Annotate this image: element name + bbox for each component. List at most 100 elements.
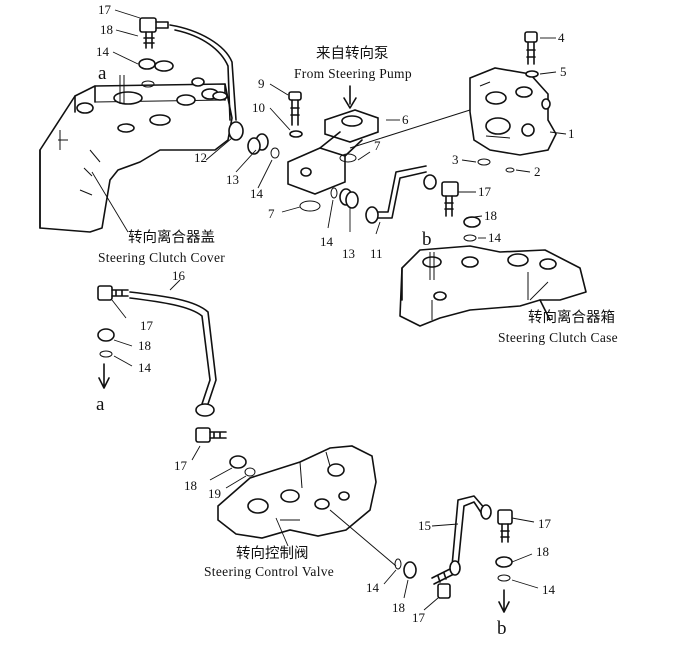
part-label: 19 (208, 486, 221, 501)
part-number-labels: 17 18 14 4 5 9 10 6 1 7 3 2 12 13 14 17 … (96, 2, 575, 625)
leader-18-f (511, 553, 533, 563)
leader-17-d (191, 445, 201, 461)
part-label: 14 (320, 234, 334, 249)
part-label: 4 (558, 30, 565, 45)
part-label: 14 (138, 360, 152, 375)
leader-14-f (383, 569, 397, 585)
leader-19 (225, 475, 247, 489)
tube-11 (371, 165, 427, 213)
case-leader (529, 281, 549, 301)
elbow-fitting-b (441, 181, 459, 217)
steering-clutch-cover-housing (39, 60, 233, 233)
valve-caption-zh: 转向控制阀 (236, 545, 309, 562)
part-label: 5 (560, 64, 567, 79)
bolt-9 (288, 91, 302, 126)
connection-mark-b: b (422, 229, 432, 250)
part-label: 14 (250, 186, 264, 201)
cover-caption-en: Steering Clutch Cover (98, 250, 225, 265)
part-label: 2 (534, 164, 541, 179)
tube-15 (451, 495, 487, 567)
part-label: 14 (366, 580, 380, 595)
leader-14-g (511, 579, 539, 589)
part-label: 6 (402, 112, 409, 127)
elbow-fitting-c (97, 285, 129, 301)
part-label: 17 (140, 318, 154, 333)
part-label: 17 (174, 458, 188, 473)
elbow-fitting-f (497, 509, 513, 543)
part-label: 18 (100, 22, 113, 37)
pump-caption-zh: 来自转向泵 (316, 45, 389, 62)
part-label: 17 (478, 184, 492, 199)
part-label: 16 (172, 268, 186, 283)
leader-7-b (281, 206, 301, 213)
part-label: 18 (484, 208, 497, 223)
cover-caption-zh: 转向离合器盖 (128, 229, 215, 246)
part-label: 3 (452, 152, 459, 167)
o-ring-14-d (463, 234, 477, 242)
washer-18-e (403, 561, 417, 579)
part-label: 14 (488, 230, 502, 245)
connection-mark-a-lower: a (96, 394, 105, 415)
steering-pump-valve-1 (469, 67, 557, 156)
leader-14-e (113, 355, 133, 367)
arrow-b-lower (498, 589, 510, 613)
part-label: 14 (96, 44, 110, 59)
part-label: 11 (370, 246, 383, 261)
cover-leader (91, 171, 129, 233)
case-caption-zh: 转向离合器箱 (528, 309, 615, 326)
leader-18-e (403, 579, 409, 599)
o-ring-14-a (141, 80, 155, 88)
washer-18-c (97, 328, 115, 342)
o-ring-14-e (99, 350, 113, 358)
leader-18-b (465, 215, 483, 219)
part-label: 17 (412, 610, 426, 625)
part-label: 12 (194, 150, 207, 165)
connection-mark-b-lower: b (497, 618, 507, 639)
part-label: 17 (538, 516, 552, 531)
o-ring-19 (244, 467, 256, 477)
part-label: 14 (542, 582, 556, 597)
case-caption-en: Steering Clutch Case (498, 330, 618, 345)
leader-10 (269, 107, 291, 131)
washer-10 (289, 130, 303, 138)
valve-line (329, 509, 397, 567)
leader-1 (549, 131, 567, 135)
leader-17-c (111, 299, 127, 319)
o-ring-7-b (299, 200, 321, 212)
arrow-from-pump (343, 85, 357, 109)
leader-2 (515, 169, 531, 173)
part-label: 18 (138, 338, 151, 353)
leader-14-a (112, 51, 139, 65)
o-ring-14-b (270, 147, 280, 159)
leader-17-f (511, 517, 535, 523)
o-ring-14-c (330, 187, 338, 199)
leader-7-a (357, 151, 371, 161)
part-label: 1 (568, 126, 575, 141)
leader-17-a (114, 9, 141, 19)
part-label: 13 (342, 246, 355, 261)
elbow-fitting (139, 17, 169, 49)
part-label: 15 (418, 518, 431, 533)
connection-mark-a: a (98, 63, 107, 84)
leader-18-c (113, 339, 133, 347)
elbow-fitting-e (431, 567, 455, 599)
arrow-a-lower (98, 363, 110, 389)
leader-9 (269, 83, 289, 96)
steering-clutch-case-housing (399, 245, 587, 327)
washer-18-a (138, 58, 156, 70)
leader-3 (461, 159, 477, 163)
washer-5 (525, 70, 539, 78)
bolt-4 (524, 31, 538, 65)
part-label: 10 (252, 100, 265, 115)
o-ring-7-a (339, 153, 357, 163)
leader-15 (431, 523, 459, 527)
washer-18-b (463, 216, 481, 228)
part-label: 7 (374, 138, 381, 153)
leader-16 (169, 279, 181, 291)
leader-11 (375, 221, 381, 235)
leader-14-b (257, 159, 273, 189)
leader-12 (205, 137, 233, 161)
adapter-block-6 (287, 109, 379, 195)
tube-12 (169, 24, 237, 121)
leader-13-a (235, 149, 257, 173)
